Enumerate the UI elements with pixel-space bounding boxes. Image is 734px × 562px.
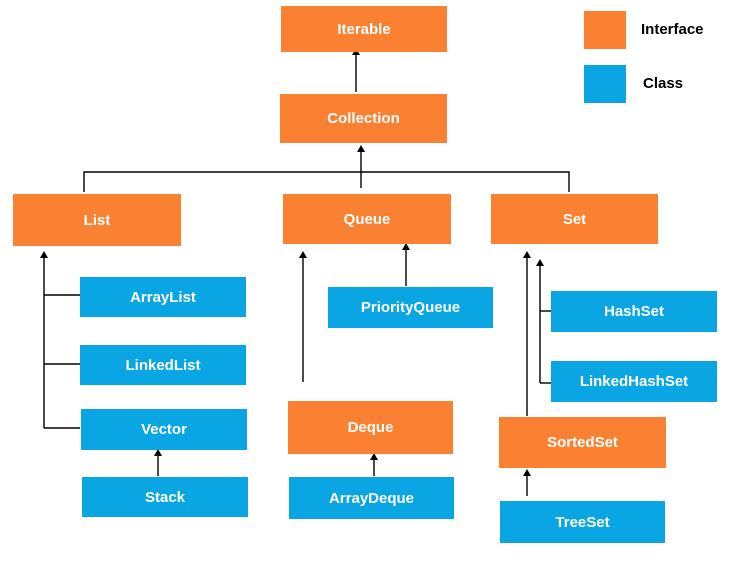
node-iterable: Iterable xyxy=(281,6,447,52)
node-linkedlist: LinkedList xyxy=(80,345,246,385)
legend-interface-swatch xyxy=(584,11,626,49)
node-list: List xyxy=(13,194,181,246)
node-arraylist: ArrayList xyxy=(80,277,246,317)
node-priorityqueue: PriorityQueue xyxy=(328,287,493,328)
node-queue: Queue xyxy=(283,194,451,244)
legend-interface-label: Interface xyxy=(641,21,704,38)
node-linkedhashset: LinkedHashSet xyxy=(551,361,717,402)
node-treeset: TreeSet xyxy=(500,501,665,543)
node-deque: Deque xyxy=(288,401,453,454)
node-collection: Collection xyxy=(280,94,447,143)
node-set: Set xyxy=(491,194,658,244)
node-sortedset: SortedSet xyxy=(499,417,666,468)
edge-children-bus xyxy=(83,171,570,192)
legend-class-label: Class xyxy=(643,75,684,92)
node-stack: Stack xyxy=(82,477,248,517)
node-arraydeque: ArrayDeque xyxy=(289,477,454,519)
node-vector: Vector xyxy=(81,409,247,450)
legend-class-swatch xyxy=(584,65,626,103)
node-hashset: HashSet xyxy=(551,291,717,332)
